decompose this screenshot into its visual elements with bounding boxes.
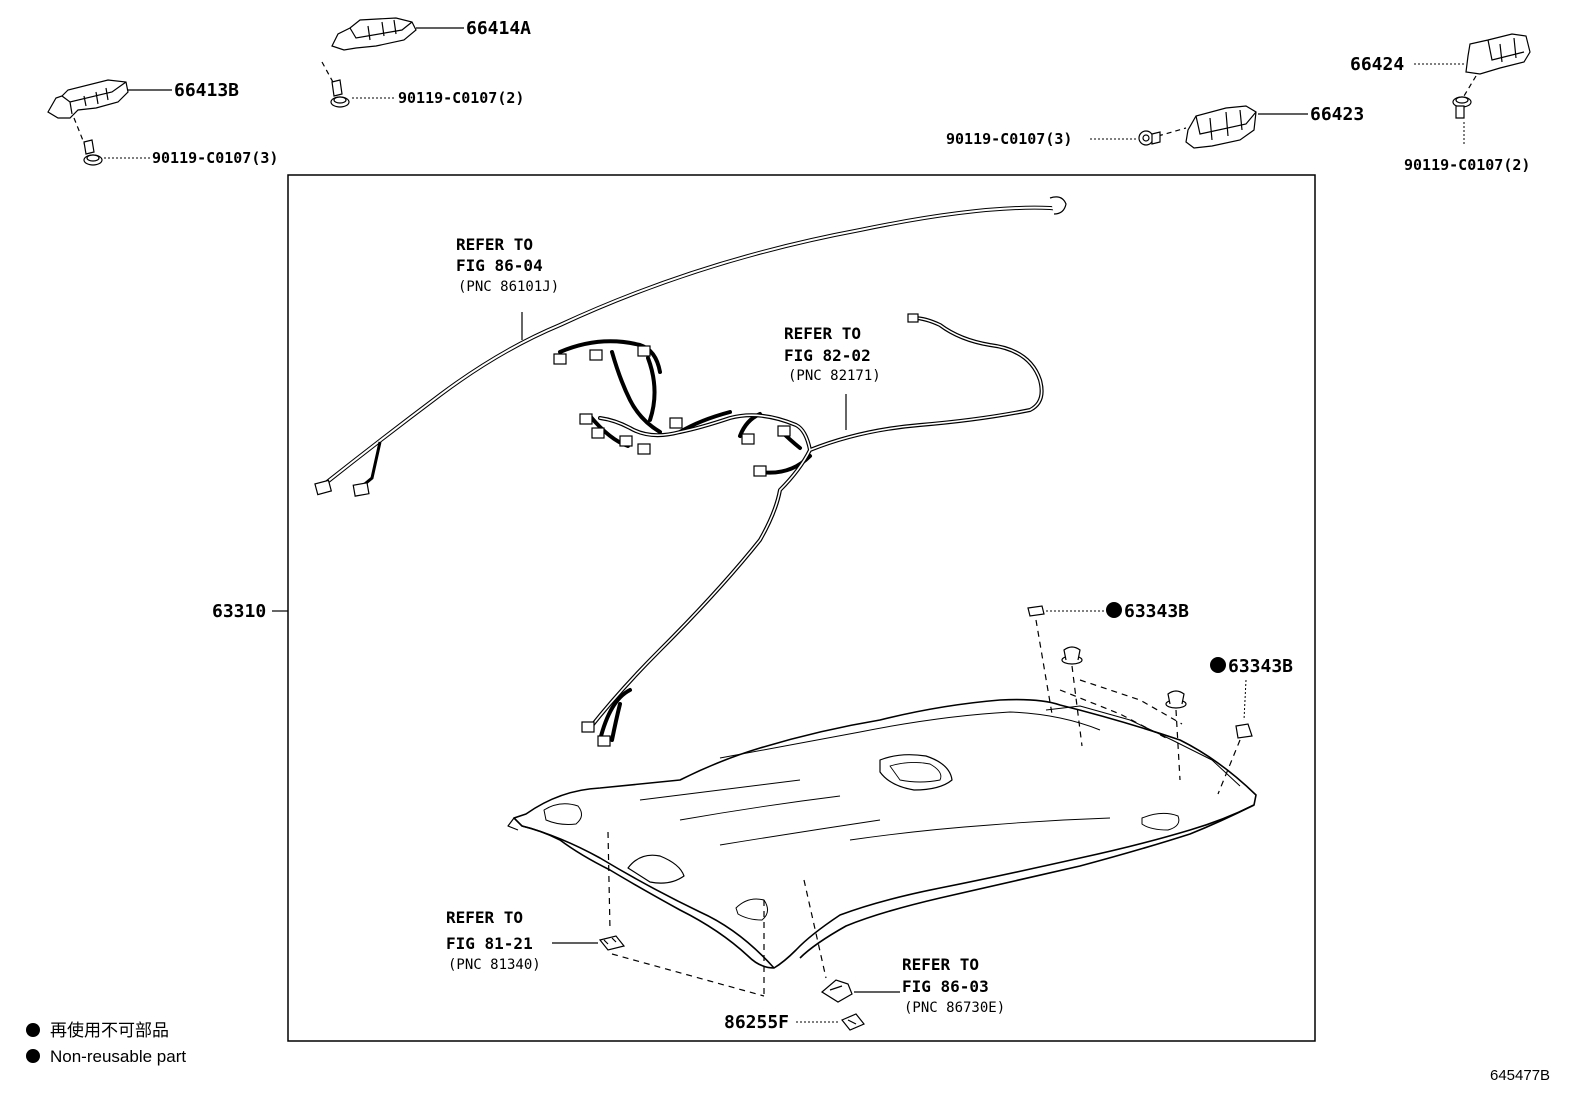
assembly-frame [287, 174, 1316, 1042]
bracket-66423-illustration [1185, 105, 1257, 149]
headliner-illustration [507, 698, 1257, 969]
bolt-66423-icon [1138, 130, 1161, 146]
part-66424-label: 66424 [1350, 54, 1404, 75]
part-66423-label: 66423 [1310, 104, 1364, 125]
bracket-66424-illustration [1465, 33, 1531, 75]
retainer-clip-icon [1061, 646, 1187, 709]
legend-line-english: Non-reusable part [50, 1047, 186, 1066]
ref-fig-86-04-line1: REFER TO [456, 235, 533, 254]
non-reusable-marker [1210, 657, 1226, 673]
bracket-66414a-illustration [331, 17, 417, 51]
ref-fig-81-21-line2: FIG 81-21 [446, 934, 533, 953]
non-reusable-marker [1106, 602, 1122, 618]
harness-connector-icon [314, 196, 1067, 497]
diagram-code: 645477B [1490, 1067, 1550, 1084]
ref-fig-82-02-line2: FIG 82-02 [784, 346, 871, 365]
bolt-66413b-label: 90119-C0107(3) [152, 149, 278, 167]
room-lamp-icon [598, 935, 626, 951]
legend-marker [26, 1049, 40, 1063]
ref-fig-82-02-line3: (PNC 82171) [788, 368, 881, 384]
assembly-63310-label: 63310 [212, 601, 266, 622]
microphone-bracket-icon [820, 979, 853, 1003]
ref-fig-86-04-line3: (PNC 86101J) [458, 279, 559, 295]
ref-fig-81-21-line3: (PNC 81340) [448, 957, 541, 973]
ref-fig-86-04-line2: FIG 86-04 [456, 256, 543, 275]
ref-fig-82-02-line1: REFER TO [784, 324, 861, 343]
clip-86255f-icon [841, 1013, 865, 1031]
clip-alignment-lines [1059, 665, 1183, 781]
clip-86255f-label: 86255F [724, 1012, 789, 1033]
clip-63343b-b-icon [1235, 723, 1253, 739]
legend-marker [26, 1023, 40, 1037]
legend-line-japanese: 再使用不可部品 [50, 1020, 169, 1040]
clip-63343b-b-label: 63343B [1228, 656, 1293, 677]
bolt-66414a-label: 90119-C0107(2) [398, 89, 524, 107]
clip-63343b-a-icon [1027, 605, 1045, 617]
bolt-66424-icon [1452, 96, 1472, 119]
ref-fig-86-03-line2: FIG 86-03 [902, 977, 989, 996]
bracket-66413b-illustration [47, 79, 129, 119]
part-66414a-label: 66414A [466, 18, 531, 39]
ref-fig-86-03-line3: (PNC 86730E) [904, 1000, 1005, 1016]
clip-63343b-a-label: 63343B [1124, 601, 1189, 622]
bolt-66413b-icon [83, 139, 103, 166]
bolt-66423-label: 90119-C0107(3) [946, 130, 1072, 148]
roof-harness-branch [359, 441, 382, 490]
ref-fig-86-03-line1: REFER TO [902, 955, 979, 974]
roof-wire-harness-illustration [320, 198, 1064, 488]
lamp-alignment-lines [607, 831, 765, 997]
harness-connector-icon [553, 313, 919, 747]
part-66413b-label: 66413B [174, 80, 239, 101]
bolt-66414a-icon [330, 79, 350, 108]
bolt-66424-label: 90119-C0107(2) [1404, 156, 1530, 174]
ref-fig-81-21-line1: REFER TO [446, 908, 523, 927]
